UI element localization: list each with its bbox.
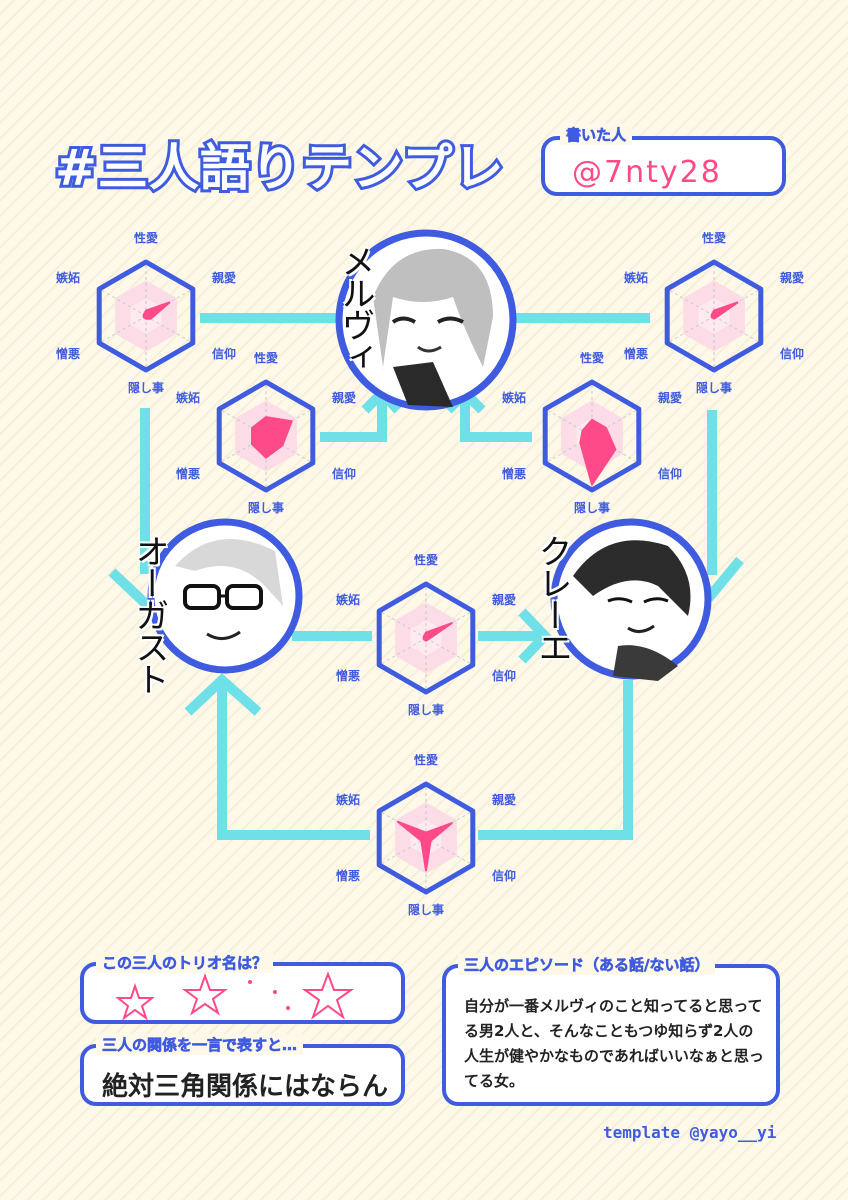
radar-axis-label: 憎悪 [176, 466, 200, 481]
radar-axis-label: 嫉妬 [502, 390, 526, 405]
radar-axis-label: 憎悪 [336, 668, 360, 683]
author-handle: @7nty28 [572, 155, 722, 190]
radar-axis-label: 信仰 [332, 466, 356, 481]
radar-axis-label: 性愛 [413, 754, 438, 767]
episode-text: 自分が一番メルヴィのこと知ってると思ってる男2人と、そんなこともつゆ知らず2人の… [464, 997, 764, 1090]
radar-axis-label: 親愛 [658, 390, 682, 405]
radar-spoke [378, 637, 427, 666]
radar-axis-label: 嫉妬 [176, 390, 200, 405]
radar-axis-label: 隠し事 [128, 380, 164, 395]
radar-axis-label: 隠し事 [574, 500, 610, 515]
radar-axis-label: 信仰 [658, 466, 682, 481]
radar-value-shape [251, 416, 293, 459]
radar-value-shape [396, 820, 453, 872]
radar-frame [376, 581, 476, 695]
radar-axis-label: 嫉妬 [56, 270, 80, 285]
radar-axis-label: 隠し事 [408, 902, 444, 917]
radar-axis-label: 憎悪 [336, 868, 360, 883]
episode-label: 三人のエピソード（ある話/ない話） [458, 954, 716, 975]
radar-axis-label: 親愛 [332, 390, 356, 405]
radar-axis-label: 親愛 [492, 792, 516, 807]
radar-axis-label: 性愛 [133, 232, 158, 245]
portrait-melvi [335, 229, 517, 411]
radar-axis-label: 嫉妬 [336, 592, 360, 607]
trio-name-label: この三人のトリオ名は？ [96, 952, 274, 973]
page-title: #三人語りテンプレ [52, 136, 506, 200]
radar-axis-label: 親愛 [492, 592, 516, 607]
name-august: オーガスト [129, 534, 169, 694]
radar-axis-label: 隠し事 [248, 500, 284, 515]
radar-axis-label: 性愛 [701, 232, 726, 245]
radar-frame [376, 781, 476, 895]
name-melvi: メルヴィ [335, 244, 375, 372]
author-box [541, 136, 786, 196]
radar-axis-label: 親愛 [780, 270, 804, 285]
radar-axis-label: 性愛 [413, 554, 438, 567]
radar-axis-label: 憎悪 [624, 346, 648, 361]
name-kuree: クレーエ [532, 534, 572, 662]
portrait-august [147, 518, 303, 674]
radar-axis-label: 嫉妬 [624, 270, 648, 285]
radar-axis-label: 憎悪 [56, 346, 80, 361]
radar-frame [664, 259, 764, 373]
radar-spoke [378, 610, 427, 639]
radar-value-shape [710, 301, 739, 320]
relation-text: 絶対三角関係にはならん [102, 1072, 389, 1102]
radar-axis-label: 隠し事 [696, 380, 732, 395]
radar-axis-label: 信仰 [492, 868, 516, 883]
radar-axis-label: 信仰 [492, 668, 516, 683]
radar-frame [96, 259, 196, 373]
radar-axis-label: 憎悪 [502, 466, 526, 481]
radar-frame [542, 379, 642, 493]
radar-axis-label: 信仰 [212, 346, 236, 361]
radar-axis-label: 親愛 [212, 270, 236, 285]
relation-label: 三人の関係を一言で表すと… [96, 1034, 304, 1055]
author-label: 書いた人 [560, 124, 633, 145]
radar-axis-label: 嫉妬 [336, 792, 360, 807]
star-decoration [115, 971, 355, 1021]
radar-frame [216, 379, 316, 493]
portrait-kuree [550, 518, 712, 681]
template-credit: template @yayo__yi [603, 1123, 777, 1142]
radar-axis-label: 性愛 [579, 352, 604, 365]
radar-spoke [378, 837, 427, 866]
radar-axis-label: 隠し事 [408, 702, 444, 717]
radar-value-shape [422, 622, 453, 642]
radar-value-shape [579, 418, 617, 486]
radar-axis-label: 信仰 [780, 346, 804, 361]
radar-axis-label: 性愛 [253, 352, 278, 365]
radar-value-shape [142, 301, 171, 320]
